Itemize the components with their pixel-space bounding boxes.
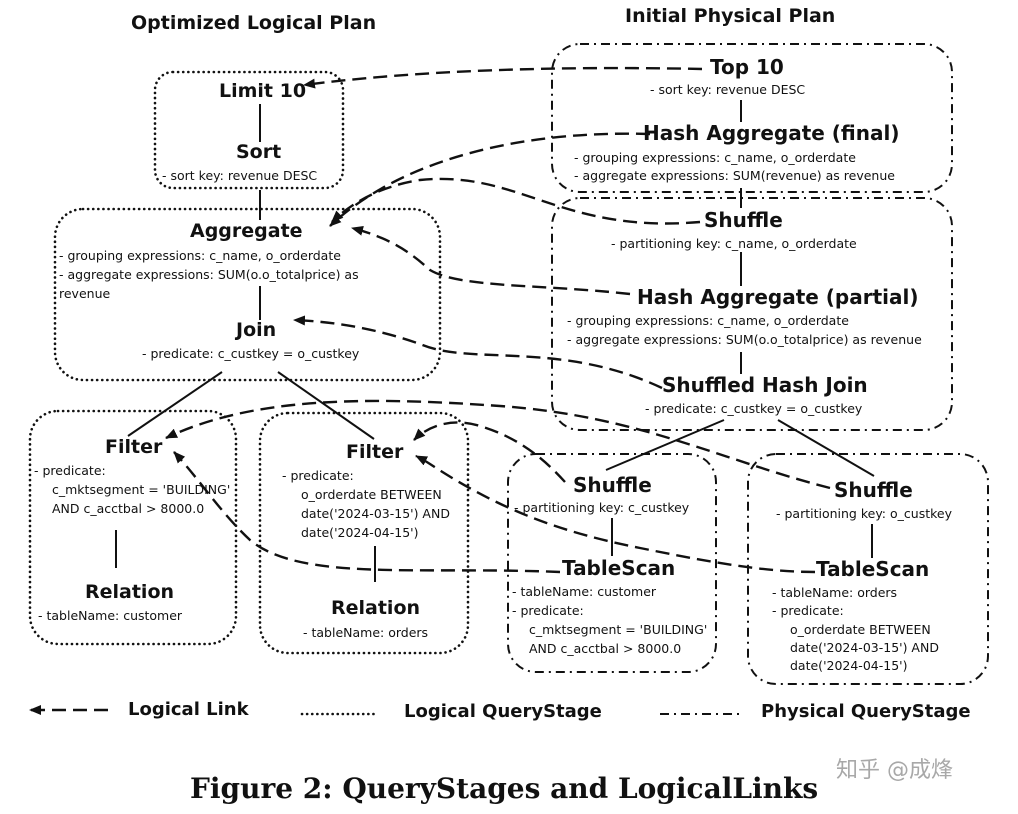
node-tablescan-left-detail3: c_mktsegment = 'BUILDING' xyxy=(529,622,708,637)
legend-physical-querystage: Physical QueryStage xyxy=(761,701,971,722)
node-filter-right-detail4: date('2024-04-15') xyxy=(301,525,419,540)
physical-stage-right xyxy=(747,453,989,685)
node-tablescan-right-detail3: o_orderdate BETWEEN xyxy=(790,622,931,637)
logical-link-tablescan-right-filter-right xyxy=(415,454,816,574)
edge-join-filter-right xyxy=(277,371,375,440)
node-tablescan-left-detail2: - predicate: xyxy=(512,603,584,618)
figure-caption: Figure 2: QueryStages and LogicalLinks xyxy=(190,772,819,805)
edge-join-filter-left xyxy=(127,371,223,437)
node-aggregate-detail3: revenue xyxy=(59,286,111,301)
logical-stage-filter-left xyxy=(28,409,238,646)
node-relation-right-detail: - tableName: orders xyxy=(303,625,429,640)
logical-link-tablescan-left-filter-left xyxy=(173,451,561,574)
node-join-detail: - predicate: c_custkey = o_custkey xyxy=(142,346,360,361)
legend-logical-querystage: Logical QueryStage xyxy=(404,701,602,722)
node-filter-left-detail1: - predicate: xyxy=(34,463,106,478)
legend-logical-link: Logical Link xyxy=(128,699,249,720)
logical-link-shuffle-aggregate xyxy=(331,177,701,225)
node-tablescan-right-detail2: - predicate: xyxy=(772,603,844,618)
node-relation-left-name: Relation xyxy=(85,581,175,603)
node-shuffle-left-name: Shuffle xyxy=(573,473,652,497)
node-tablescan-right-detail5: date('2024-04-15') xyxy=(790,658,908,673)
physical-stage-top xyxy=(551,43,953,193)
node-relation-left-detail: - tableName: customer xyxy=(38,608,183,623)
node-hashagg-final-name: Hash Aggregate (final) xyxy=(643,121,900,145)
node-top10-name: Top 10 xyxy=(710,55,784,79)
logical-stage-aggregate-join xyxy=(53,207,442,382)
physical-stage-left xyxy=(507,453,717,673)
logical-plan-header: Optimized Logical Plan xyxy=(131,12,377,34)
node-filter-left-detail2: c_mktsegment = 'BUILDING' xyxy=(52,482,231,497)
node-hashagg-partial-detail2: - aggregate expressions: SUM(o.o_totalpr… xyxy=(567,332,922,347)
node-top10-detail: - sort key: revenue DESC xyxy=(650,82,806,97)
node-aggregate-detail2: - aggregate expressions: SUM(o.o_totalpr… xyxy=(59,267,359,282)
edge-join-shuffle-left xyxy=(605,419,725,471)
node-tablescan-right-detail1: - tableName: orders xyxy=(772,585,898,600)
edge-join-shuffle-right xyxy=(777,419,875,477)
node-filter-right-detail2: o_orderdate BETWEEN xyxy=(301,487,442,502)
node-hashagg-final-detail1: - grouping expressions: c_name, o_orderd… xyxy=(574,150,856,165)
node-tablescan-left-detail4: AND c_acctbal > 8000.0 xyxy=(529,641,682,656)
logical-link-shuffle-right-filter-left xyxy=(165,399,831,490)
node-filter-right-detail1: - predicate: xyxy=(282,468,354,483)
node-shuffle-right-detail: - partitioning key: o_custkey xyxy=(776,506,952,521)
node-sort-name: Sort xyxy=(236,141,282,163)
watermark: 知乎 @成烽 xyxy=(836,758,953,783)
node-sort-detail: - sort key: revenue DESC xyxy=(162,168,318,183)
physical-plan-header: Initial Physical Plan xyxy=(625,5,836,27)
node-tablescan-left-detail1: - tableName: customer xyxy=(512,584,657,599)
logical-stage-filter-right xyxy=(258,411,470,655)
node-shuffle-left-detail: - partitioning key: c_custkey xyxy=(514,500,690,515)
logical-link-shuffle-left-filter-right xyxy=(413,421,566,483)
node-shuffled-hash-join-detail: - predicate: c_custkey = o_custkey xyxy=(645,401,863,416)
node-tablescan-right-detail4: date('2024-03-15') AND xyxy=(790,640,939,655)
logical-link-hashagg-partial-aggregate xyxy=(351,225,631,296)
node-filter-left-detail3: AND c_acctbal > 8000.0 xyxy=(52,501,205,516)
node-filter-left-name: Filter xyxy=(105,436,163,458)
node-tablescan-right-name: TableScan xyxy=(816,557,930,581)
node-filter-right-name: Filter xyxy=(346,441,404,463)
node-shuffle-right-name: Shuffle xyxy=(834,478,913,502)
node-filter-right-detail3: date('2024-03-15') AND xyxy=(301,506,450,521)
node-hashagg-final-detail2: - aggregate expressions: SUM(revenue) as… xyxy=(574,168,895,183)
node-join-name: Join xyxy=(236,319,277,341)
physical-stage-middle xyxy=(551,197,953,431)
logical-link-join-join xyxy=(293,315,663,390)
node-aggregate-name: Aggregate xyxy=(190,220,303,242)
node-shuffle-top-detail: - partitioning key: c_name, o_orderdate xyxy=(611,236,857,251)
node-shuffle-top-name: Shuffle xyxy=(704,208,783,232)
node-hashagg-partial-detail1: - grouping expressions: c_name, o_orderd… xyxy=(567,313,849,328)
node-relation-right-name: Relation xyxy=(331,597,421,619)
node-shuffled-hash-join-name: Shuffled Hash Join xyxy=(662,373,868,397)
node-tablescan-left-name: TableScan xyxy=(562,556,676,580)
node-hashagg-partial-name: Hash Aggregate (partial) xyxy=(637,285,919,309)
node-limit-name: Limit 10 xyxy=(219,80,307,102)
node-aggregate-detail1: - grouping expressions: c_name, o_orderd… xyxy=(59,248,341,263)
logical-stage-limit-sort xyxy=(153,70,345,190)
logical-link-top10-limit xyxy=(303,66,703,89)
